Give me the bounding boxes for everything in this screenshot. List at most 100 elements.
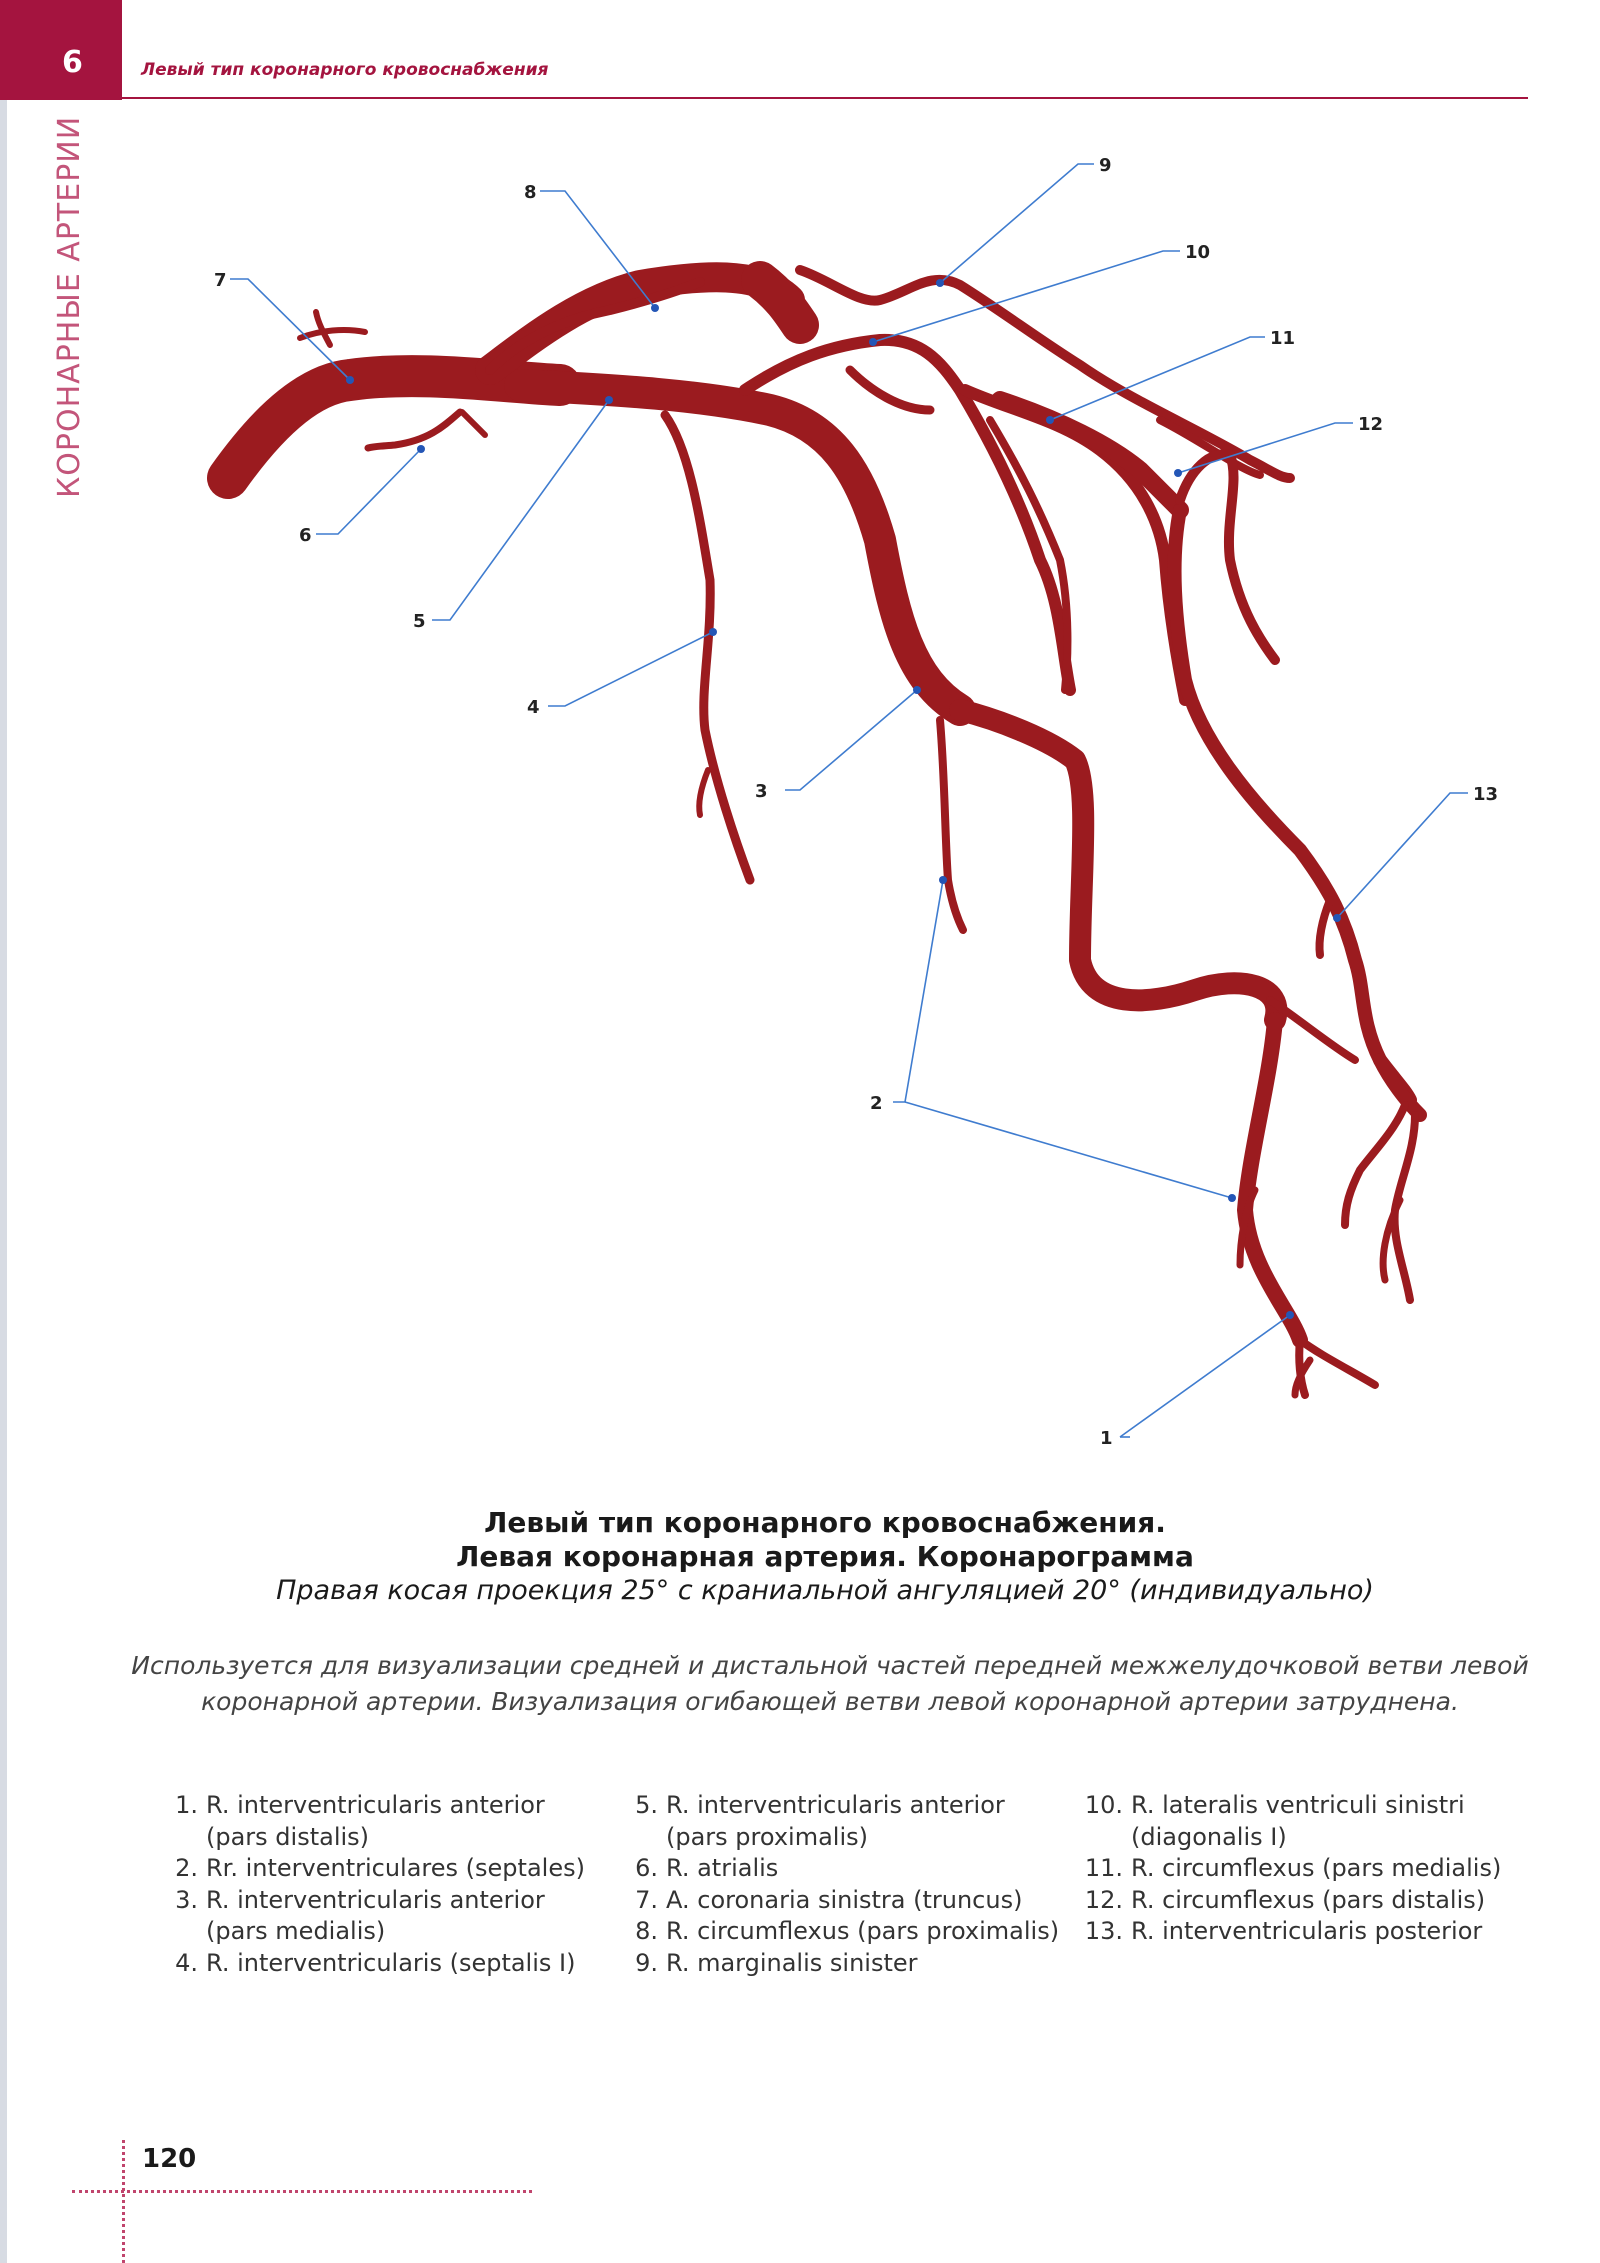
caption-subtitle: Правая косая проекция 25° с краниальной … xyxy=(276,1575,1374,1606)
legend-item: 12. R. circumflexus (pars distalis) xyxy=(1070,1885,1530,1917)
artery-atrial-twig xyxy=(459,409,488,438)
label-7: 7 xyxy=(214,270,227,291)
figure-description: Используется для визуализации средней и … xyxy=(131,1651,1529,1716)
legend-number: 13. xyxy=(1084,1917,1123,1945)
legend-item: 6. R. atrialis xyxy=(620,1853,1060,1885)
label-2: 2 xyxy=(870,1093,883,1114)
label-4: 4 xyxy=(527,697,540,718)
label-11: 11 xyxy=(1270,328,1295,349)
legend-item: 13. R. interventricularis posterior xyxy=(1070,1916,1530,1948)
legend-text: R. interventricularis anterior (pars dis… xyxy=(206,1791,545,1851)
label-10: 10 xyxy=(1185,242,1210,263)
artery-circumflex-prox-cap xyxy=(741,261,819,344)
legend-number: 2. xyxy=(175,1854,198,1882)
artery-sinus-node xyxy=(297,327,368,341)
artery-posterior-desc-c xyxy=(1379,1196,1404,1284)
caption-title-line2: Левая коронарная артерия. Коронарограмма xyxy=(456,1540,1194,1573)
legend-text: R. circumflexus (pars proximalis) xyxy=(666,1917,1060,1945)
artery-lateral-vent xyxy=(845,365,935,415)
label-3: 3 xyxy=(755,781,768,802)
artery-lad-tip-b xyxy=(1296,1336,1379,1389)
legend-number: 10. xyxy=(1084,1791,1123,1819)
legend-text: R. lateralis ventriculi sinistri (diagon… xyxy=(1131,1791,1465,1851)
legend-column-1: 1. R. interventricularis anterior (pars d… xyxy=(165,1790,605,1979)
artery-marginal-twig xyxy=(1156,416,1264,479)
legend-item: 4. R. interventricularis (septalis I) xyxy=(165,1948,605,1980)
chapter-number: 6 xyxy=(62,45,83,80)
page-number: 120 xyxy=(142,2144,197,2174)
artery-tree xyxy=(207,261,1427,1399)
figure-caption: Левый тип коронарного кровоснабжения. Ле… xyxy=(150,1506,1500,1608)
legend-number: 12. xyxy=(1084,1885,1123,1914)
side-stripe xyxy=(0,100,7,2263)
legend-number: 11. xyxy=(1084,1854,1123,1882)
legend-text: R. interventricularis posterior xyxy=(1131,1917,1483,1945)
legend-number: 7. xyxy=(635,1885,658,1914)
legend-item: 8. R. circumflexus (pars proximalis) xyxy=(620,1916,1060,1948)
legend-number: 1. xyxy=(175,1791,198,1819)
legend-item: 10. R. lateralis ventriculi sinistri (dia… xyxy=(1070,1790,1530,1853)
artery-diagonal-1-twig xyxy=(986,416,1072,694)
artery-marginal xyxy=(795,265,1295,483)
legend-text: Rr. interventriculares (septales) xyxy=(206,1854,585,1882)
artery-lad-proximal xyxy=(504,369,976,726)
label-5: 5 xyxy=(413,611,426,632)
artery-upper-branch xyxy=(485,277,705,375)
legend-text: R. atrialis xyxy=(666,1854,779,1882)
artery-lad-tip-a xyxy=(1295,1336,1309,1399)
label-12: 12 xyxy=(1358,414,1383,435)
header-rule xyxy=(122,97,1528,99)
legend-item: 11. R. circumflexus (pars medialis) xyxy=(1070,1853,1530,1885)
artery-sinus-node-up xyxy=(313,309,333,348)
legend-text: R. interventricularis anterior (pars pro… xyxy=(666,1791,1005,1851)
legend-text: R. circumflexus (pars distalis) xyxy=(1131,1885,1486,1914)
legend-number: 6. xyxy=(635,1854,658,1882)
legend-column-2: 5. R. interventricularis anterior (pars p… xyxy=(620,1790,1060,1979)
footer-dotted-horizontal xyxy=(72,2190,532,2193)
label-9: 9 xyxy=(1099,155,1112,176)
legend-column-3: 10. R. lateralis ventriculi sinistri (dia… xyxy=(1070,1790,1530,1948)
legend-text: R. interventricularis (septalis I) xyxy=(206,1948,576,1977)
artery-circumflex-dist-upper xyxy=(1175,449,1280,665)
legend-number: 8. xyxy=(635,1917,658,1945)
legend-text: A. coronaria sinistra (truncus) xyxy=(666,1885,1023,1914)
artery-lad-middle xyxy=(949,699,1288,1031)
running-header-title: Левый тип коронарного кровоснабжения xyxy=(141,60,549,80)
label-13: 13 xyxy=(1473,784,1498,805)
label-6: 6 xyxy=(299,525,312,546)
label-8: 8 xyxy=(524,182,537,203)
artery-posterior-desc-a xyxy=(1341,1101,1409,1229)
legend-text: R. marginalis sinister xyxy=(666,1948,918,1977)
artery-posterior-vent xyxy=(1373,1053,1427,1122)
legend-number: 9. xyxy=(635,1948,658,1977)
artery-septal-1-twig xyxy=(696,767,711,818)
legend-item: 1. R. interventricularis anterior (pars d… xyxy=(165,1790,605,1853)
legend-item: 2. Rr. interventriculares (septales) xyxy=(165,1853,605,1885)
artery-lad-distal xyxy=(1237,1012,1308,1348)
legend-text: R. circumflexus (pars medialis) xyxy=(1131,1854,1502,1882)
footer-dotted-vertical xyxy=(122,2140,125,2263)
legend-number: 4. xyxy=(175,1948,198,1977)
legend-item: 3. R. interventricularis anterior (pars m… xyxy=(165,1885,605,1948)
artery-circumflex-dist xyxy=(1167,503,1417,1107)
legend-number: 3. xyxy=(175,1885,198,1914)
artery-atrial xyxy=(364,408,464,452)
artery-septal-2 xyxy=(936,716,967,934)
legend-item: 5. R. interventricularis anterior (pars p… xyxy=(620,1790,1060,1853)
leader-lines xyxy=(230,163,1468,1438)
artery-lad-tip-c xyxy=(1291,1356,1314,1399)
caption-title-line1: Левый тип коронарного кровоснабжения. xyxy=(484,1506,1166,1539)
legend-item: 9. R. marginalis sinister xyxy=(620,1948,1060,1980)
chapter-tab xyxy=(0,0,122,100)
artery-septal-2b xyxy=(1236,1186,1259,1269)
artery-circumflex-med-main xyxy=(991,391,1189,519)
artery-septal-1 xyxy=(660,410,755,885)
legend-number: 5. xyxy=(635,1791,658,1819)
label-1: 1 xyxy=(1100,1428,1113,1449)
legend-text: R. interventricularis anterior (pars med… xyxy=(206,1885,545,1946)
legend-item: 7. A. coronaria sinistra (truncus) xyxy=(620,1885,1060,1917)
artery-posterior-twig xyxy=(1315,896,1334,959)
coronary-diagram: 1 2 3 4 5 6 7 8 9 10 11 12 13 xyxy=(207,155,1498,1449)
number-labels: 1 2 3 4 5 6 7 8 9 10 11 12 13 xyxy=(214,155,1498,1449)
artery-diagonal-branch xyxy=(1266,996,1359,1064)
